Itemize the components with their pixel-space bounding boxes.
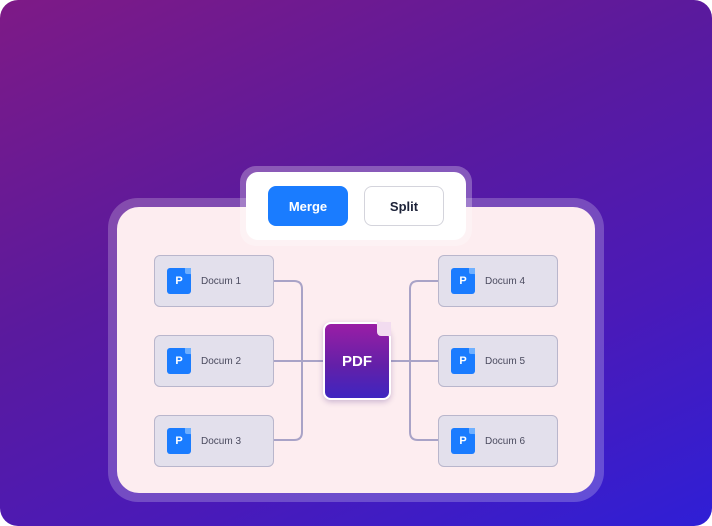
document-label: Docum 4: [485, 275, 526, 287]
mode-switch: Merge Split: [246, 172, 466, 240]
document-label: Docum 3: [201, 435, 242, 447]
document-label: Docum 6: [485, 435, 526, 447]
document-card-5[interactable]: P Docum 5: [438, 335, 558, 387]
file-p-icon: P: [167, 428, 191, 454]
file-p-icon: P: [167, 268, 191, 294]
document-label: Docum 2: [201, 355, 242, 367]
file-p-icon: P: [167, 348, 191, 374]
document-card-2[interactable]: P Docum 2: [154, 335, 274, 387]
file-p-icon: P: [451, 268, 475, 294]
merge-button[interactable]: Merge: [268, 186, 348, 226]
document-card-6[interactable]: P Docum 6: [438, 415, 558, 467]
pdf-label: PDF: [342, 352, 372, 370]
split-button[interactable]: Split: [364, 186, 444, 226]
document-card-3[interactable]: P Docum 3: [154, 415, 274, 467]
document-label: Docum 5: [485, 355, 526, 367]
file-p-icon: P: [451, 428, 475, 454]
pdf-file-icon: PDF: [323, 322, 391, 400]
document-card-4[interactable]: P Docum 4: [438, 255, 558, 307]
document-label: Docum 1: [201, 275, 242, 287]
document-card-1[interactable]: P Docum 1: [154, 255, 274, 307]
file-p-icon: P: [451, 348, 475, 374]
